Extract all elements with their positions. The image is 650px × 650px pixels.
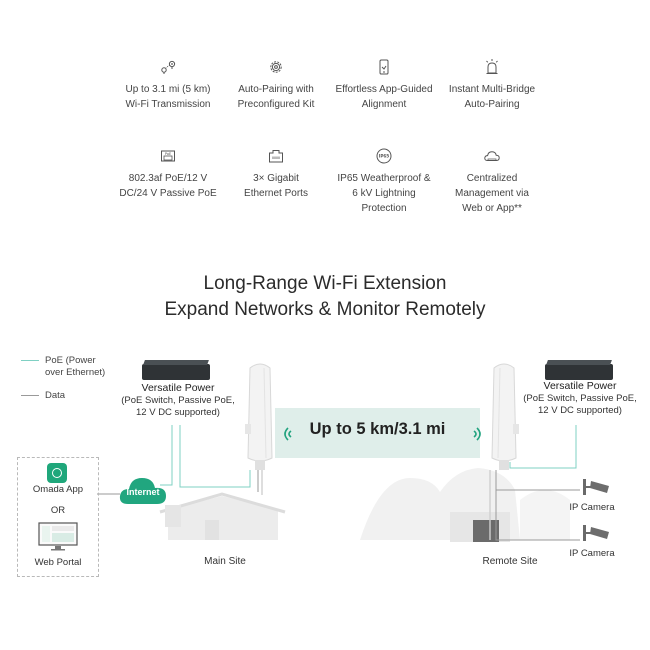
outdoor-access-point-right [491,363,519,470]
remote-site-label: Remote Site [482,556,538,567]
remote-hill-right [520,490,570,540]
range-banner-text: Up to 5 km/3.1 mi [309,420,446,438]
feature-text: Auto-Pairing [464,99,520,110]
feature-text: Ethernet Ports [244,188,308,199]
poe-switch-left [142,364,210,380]
feature-text: Effortless App-Guided [335,84,433,95]
feature-ethernet: 3× Gigabit Ethernet Ports [216,147,336,201]
poe-switch-right [545,364,613,380]
svg-text:IP65: IP65 [379,154,390,159]
phone-icon [375,58,393,76]
omada-app-icon [47,463,67,483]
feature-auto-pairing: Auto-Pairing with Preconfigured Kit [216,58,336,112]
feature-text: DC/24 V Passive PoE [119,188,217,199]
left-power-label: Versatile Power (PoE Switch, Passive PoE… [121,382,235,418]
internet-cloud-icon [119,478,166,504]
web-portal-label: Web Portal [34,557,82,568]
main-house [168,496,278,540]
poe-port-icon: PoE [159,147,177,165]
feature-text: Web or App** [462,203,522,214]
ip-camera-icon [583,479,609,495]
ethernet-port-icon [267,147,285,165]
svg-text:PoE: PoE [165,152,171,156]
feature-text: Up to 3.1 mi (5 km) [125,84,211,95]
left-hut [165,505,181,527]
feature-text: Wi-Fi Transmission [125,99,211,110]
beacon-icon [483,58,501,76]
wifi-signal-right-icon [473,427,481,441]
right-power-label: Versatile Power (PoE Switch, Passive PoE… [523,380,637,416]
feature-text: Alignment [361,99,407,110]
feature-poe: PoE 802.3af PoE/12 V DC/24 V Passive PoE [108,147,228,201]
feature-app-alignment: Effortless App-Guided Alignment [324,58,444,112]
main-site-label: Main Site [204,556,246,567]
omada-app-label: Omada App [32,484,84,495]
or-label: OR [50,505,66,516]
range-banner [275,408,480,458]
feature-text: 6 kV Lightning [352,188,416,199]
legend-poe: PoE (Power over Ethernet) [21,355,105,379]
cloud-icon [483,147,501,165]
poe-line-left [160,425,173,486]
legend-data-swatch [21,395,39,396]
wifi-signal-left-icon [284,427,292,441]
feature-text: Preconfigured Kit [237,99,315,110]
feature-text: Protection [361,203,407,214]
feature-text: Centralized [466,173,518,184]
headline-line-1: Long-Range Wi-Fi Extension [203,273,447,294]
legend-data: Data [21,390,65,402]
feature-text: 802.3af PoE/12 V [128,173,208,184]
internet-label: Internet [126,487,160,497]
headline-line-2: Expand Networks & Monitor Remotely [164,299,486,320]
poe-line-right [509,425,577,469]
ip65-badge-icon: IP65 [375,147,393,165]
ip-camera-label-2: IP Camera [569,548,615,559]
management-box [17,457,99,577]
ip-camera-label-1: IP Camera [569,502,615,513]
location-range-icon [159,58,177,76]
feature-text: 3× Gigabit [253,173,299,184]
legend-poe-swatch [21,360,39,361]
remote-building-front [473,520,499,542]
feature-range: Up to 3.1 mi (5 km) Wi-Fi Transmission [108,58,228,112]
web-portal-monitor-icon [38,522,78,551]
outdoor-access-point-left [245,363,273,470]
ip-camera-icon [583,525,609,541]
feature-text: Management via [455,188,529,199]
main-house-door [205,520,219,540]
feature-text: IP65 Weatherproof & [337,173,431,184]
feature-multi-bridge: Instant Multi-Bridge Auto-Pairing [432,58,552,112]
feature-ip65: IP65 IP65 Weatherproof & 6 kV Lightning … [324,147,444,216]
data-line-right-cam2 [495,490,580,541]
poe-line-left-2 [179,425,251,488]
feature-text: Instant Multi-Bridge [448,84,536,95]
gear-icon [267,58,285,76]
feature-cloud-management: Centralized Management via Web or App** [432,147,552,216]
feature-text: Auto-Pairing with [238,84,314,95]
